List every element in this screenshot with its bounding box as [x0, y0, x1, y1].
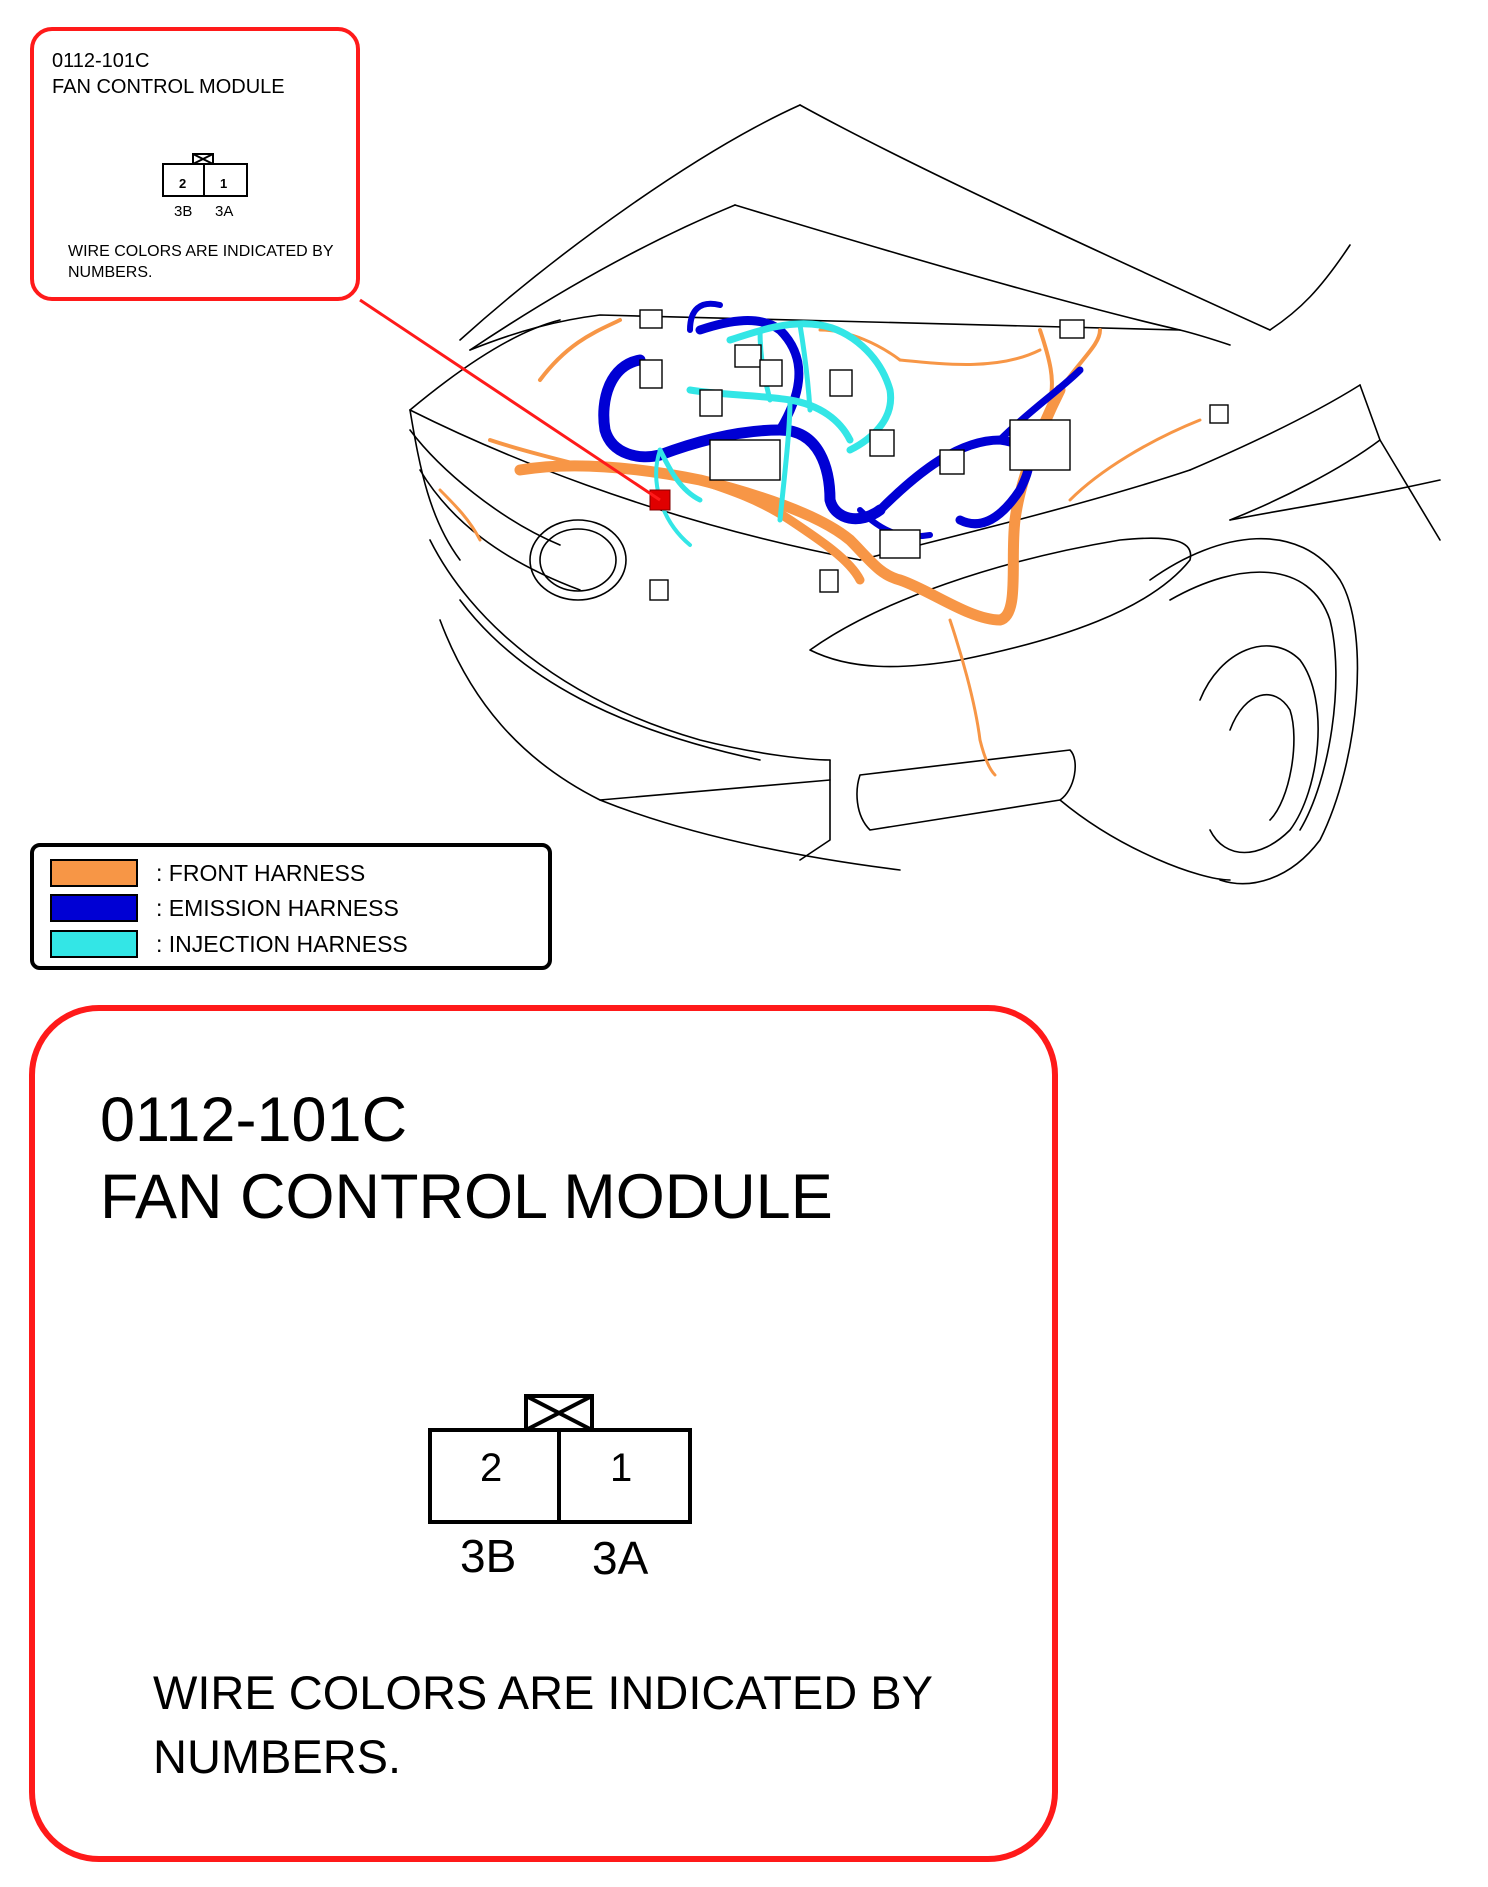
legend-label-injection: : INJECTION HARNESS [156, 931, 408, 957]
legend-label-front: : FRONT HARNESS [156, 860, 366, 886]
car-body-outline [409, 104, 1441, 885]
callout-small-note: WIRE COLORS ARE INDICATED BY NUMBERS. [68, 243, 334, 281]
legend-swatch-emission [50, 894, 138, 922]
small-connector-diagram [162, 153, 248, 197]
small-pin-1: 1 [220, 176, 228, 191]
large-connector-diagram [428, 1394, 692, 1524]
front-harness-wires [438, 318, 1202, 777]
small-pin-2: 2 [179, 176, 187, 191]
callout-small-code: 0112-101C [52, 50, 150, 72]
emission-harness-wires [598, 300, 1084, 540]
callout-leader-line [359, 298, 661, 502]
callout-large-name: FAN CONTROL MODULE [100, 1162, 833, 1232]
callout-small-name: FAN CONTROL MODULE [52, 76, 285, 98]
small-wire-label-3b: 3B [174, 203, 193, 220]
injection-harness-wires [654, 320, 895, 547]
large-pin-2: 2 [480, 1446, 503, 1490]
harness-legend: : FRONT HARNESS : EMISSION HARNESS : INJ… [30, 843, 552, 970]
callout-large-code: 0112-101C [100, 1085, 408, 1155]
callout-large: 0112-101C FAN CONTROL MODULE 2 1 3B 3A W… [29, 1005, 1058, 1862]
harness-connectors [639, 309, 1229, 601]
legend-swatch-injection [50, 930, 138, 958]
small-wire-label-3a: 3A [215, 203, 234, 220]
legend-label-emission: : EMISSION HARNESS [156, 895, 399, 921]
large-pin-1: 1 [610, 1446, 633, 1490]
large-wire-label-3a: 3A [592, 1532, 649, 1584]
legend-swatch-front [50, 859, 138, 887]
callout-large-note: WIRE COLORS ARE INDICATED BY NUMBERS. [153, 1666, 933, 1783]
callout-small: 0112-101C FAN CONTROL MODULE 2 1 3B 3A W… [30, 27, 360, 301]
large-wire-label-3b: 3B [460, 1530, 517, 1582]
